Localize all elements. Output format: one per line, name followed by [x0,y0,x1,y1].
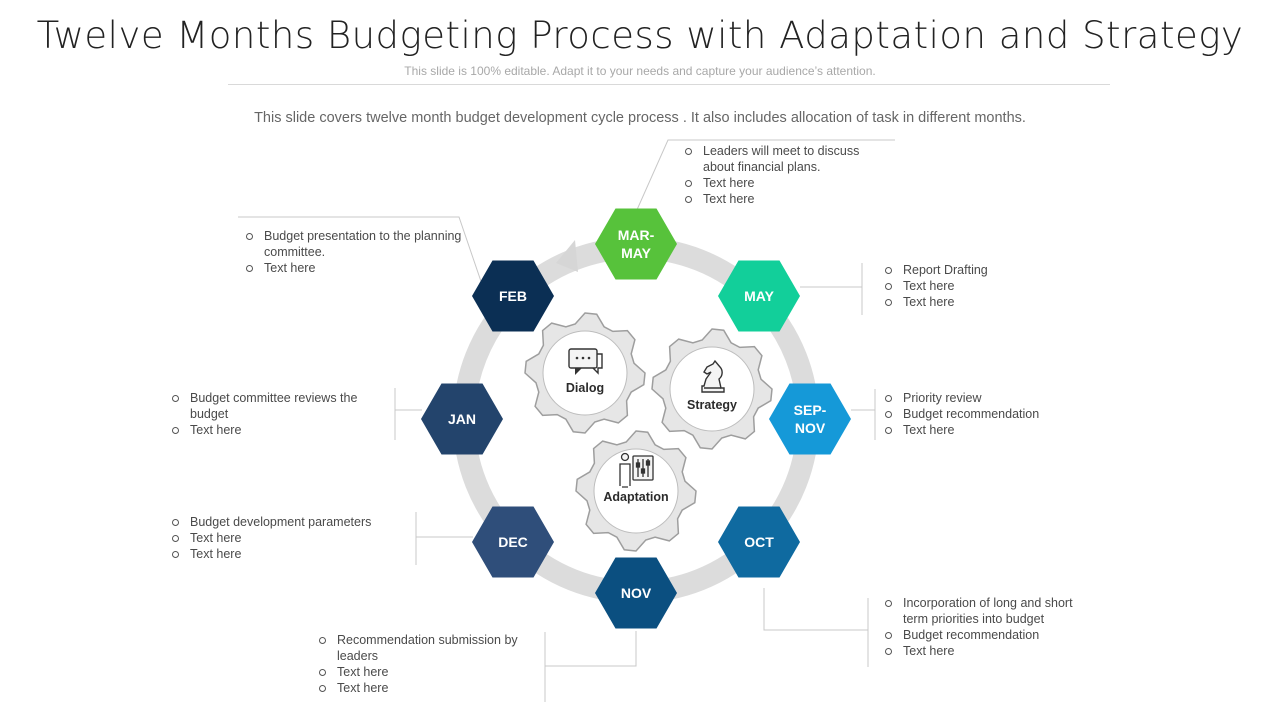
stage-oct: OCT [718,506,800,578]
note-item: Leaders will meet to discuss about finan… [684,143,889,175]
note-dec: Budget development parameters Text here … [171,514,396,562]
hexagon-label-jan: JAN [448,411,476,427]
note-item: Recommendation submission by leaders [318,632,536,664]
note-item: Incorporation of long and short term pri… [884,595,1090,627]
hexagon-feb [472,260,554,332]
hexagon-sep-nov [769,383,851,455]
hexagon-label-sep-nov: NOV [795,420,826,436]
stage-feb: FEB [472,260,554,332]
person-adjust-icon [619,452,654,488]
stage-mar-may: MAR- MAY [595,208,677,280]
slide-description: This slide covers twelve month budget de… [254,110,1026,126]
stage-may: MAY [718,260,800,332]
note-item: Text here [171,546,396,562]
note-item: Text here [318,680,536,696]
gear-inner-dialog [542,330,628,416]
stage-sep-nov: SEP- NOV [769,383,851,455]
title-divider [228,84,1110,85]
note-item: Budget recommendation [884,406,1084,422]
gears-group [524,312,773,552]
hexagon-label-oct: OCT [744,534,774,550]
slide-subtitle: This slide is 100% editable. Adapt it to… [404,64,876,78]
note-item: Report Drafting [884,262,1084,278]
note-feb: Budget presentation to the planning comm… [245,228,477,276]
leader-line-nov [545,631,637,667]
hexagon-label-sep-nov: SEP- [794,402,827,418]
chat-bubbles-icon [568,348,603,375]
hexagon-label-mar-may: MAR- [618,227,655,243]
note-item: Text here [171,422,371,438]
note-nov: Recommendation submission by leaders Tex… [318,632,536,696]
gear-inner-adaptation [593,448,679,534]
hexagon-mar-may [595,208,677,280]
stage-hexagons: MAR- MAY MAY SEP- NOV OCT NOV DEC JAN FEB [421,208,851,629]
gear-label-dialog: Dialog [566,381,604,395]
note-item: Budget committee reviews the budget [171,390,371,422]
cycle-arrow-head [556,240,578,272]
note-mar-may: Leaders will meet to discuss about finan… [684,143,889,207]
note-sep-nov: Priority review Budget recommendation Te… [884,390,1084,438]
stage-jan: JAN [421,383,503,455]
hexagon-jan [421,383,503,455]
hexagon-label-feb: FEB [499,288,527,304]
note-item: Budget development parameters [171,514,396,530]
hexagon-oct [718,506,800,578]
note-item: Text here [318,664,536,680]
hexagon-label-mar-may: MAY [621,245,651,261]
note-oct: Incorporation of long and short term pri… [884,595,1090,659]
hexagon-label-may: MAY [744,288,774,304]
hexagon-label-nov: NOV [621,585,652,601]
note-item: Text here [245,260,477,276]
gear-label-adaptation: Adaptation [603,490,668,504]
note-item: Text here [684,191,889,207]
chess-knight-icon [701,359,725,393]
note-item: Text here [884,643,1090,659]
hexagon-may [718,260,800,332]
note-may: Report Drafting Text here Text here [884,262,1084,310]
gear-label-strategy: Strategy [687,398,737,412]
leader-line-mar-may [635,139,895,213]
slide-title: Twelve Months Budgeting Process with Ada… [36,14,1244,57]
stage-dec: DEC [472,506,554,578]
leader-line-oct [763,588,868,631]
note-item: Budget recommendation [884,627,1090,643]
note-item: Text here [884,294,1084,310]
note-item: Priority review [884,390,1084,406]
hexagon-label-dec: DEC [498,534,528,550]
note-item: Text here [884,422,1084,438]
note-item: Text here [684,175,889,191]
note-item: Budget presentation to the planning comm… [245,228,477,260]
note-item: Text here [171,530,396,546]
leader-lines [238,139,895,702]
hexagon-nov [595,557,677,629]
note-jan: Budget committee reviews the budget Text… [171,390,371,438]
stage-nov: NOV [595,557,677,629]
hexagon-dec [472,506,554,578]
note-item: Text here [884,278,1084,294]
